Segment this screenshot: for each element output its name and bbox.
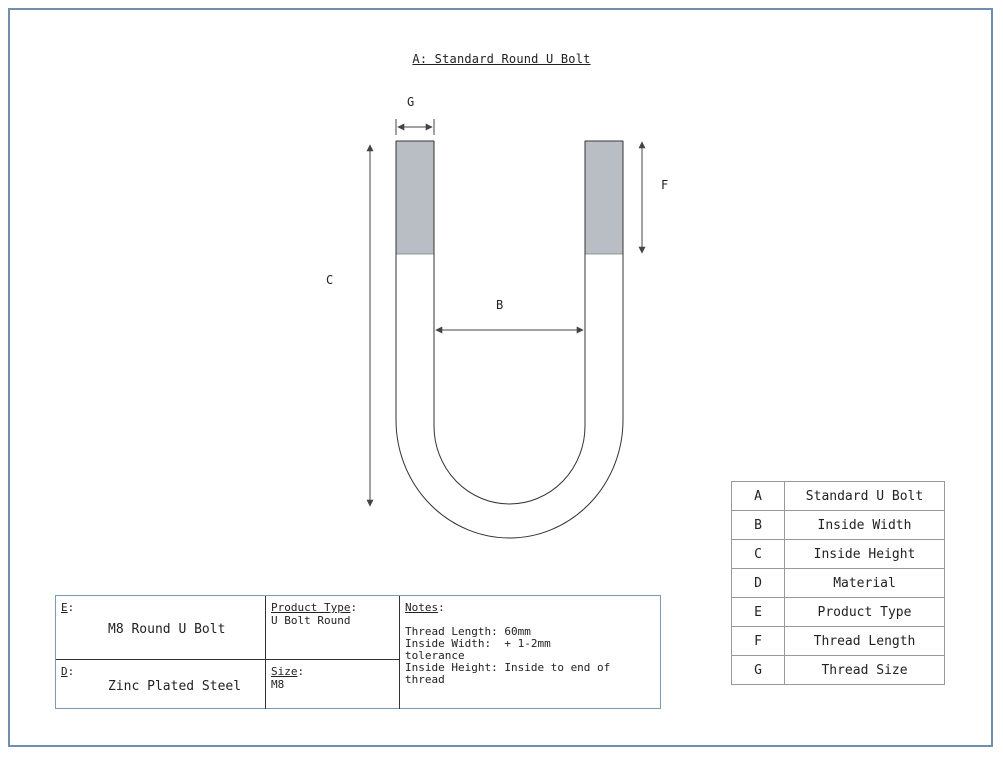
dim-c-label: C xyxy=(326,273,334,287)
title-block-product-type-cell: Product Type: U Bolt Round xyxy=(266,596,400,660)
title-block-size-cell: Size: M8 xyxy=(266,660,400,709)
legend-value: Thread Length xyxy=(784,626,945,656)
d-sep: : xyxy=(67,665,75,678)
notes-sep: : xyxy=(438,601,445,614)
legend-key: D xyxy=(731,568,785,598)
notes-body: Thread Length: 60mm Inside Width: + 1-2m… xyxy=(405,625,611,686)
legend-value: Inside Width xyxy=(784,510,945,540)
u-bolt-inner-outline xyxy=(433,141,586,505)
u-bolt-outer-outline xyxy=(395,141,624,539)
product-type-value: U Bolt Round xyxy=(271,614,351,627)
legend-key: B xyxy=(731,510,785,540)
legend-value: Standard U Bolt xyxy=(784,481,945,511)
dim-g-label: G xyxy=(407,95,415,109)
material-value: Zinc Plated Steel xyxy=(108,679,242,694)
legend-value: Material xyxy=(784,568,945,598)
d-key: D xyxy=(61,665,68,678)
right-thread xyxy=(584,140,624,255)
legend-key: C xyxy=(731,539,785,569)
e-sep: : xyxy=(67,601,75,614)
dim-b-label: B xyxy=(496,298,504,312)
dim-f-label: F xyxy=(661,178,669,192)
title-block-product-name-cell: E: M8 Round U Bolt xyxy=(56,596,266,660)
legend-value: Product Type xyxy=(784,597,945,627)
e-key: E xyxy=(61,601,68,614)
legend-key: G xyxy=(731,655,785,685)
drawing-frame xyxy=(8,8,993,747)
legend-value: Inside Height xyxy=(784,539,945,569)
left-thread xyxy=(395,140,435,255)
size-label: Size xyxy=(271,665,298,678)
title-block: E: M8 Round U Bolt D: Zinc Plated Steel … xyxy=(55,595,661,709)
title-block-notes-cell: Notes: Thread Length: 60mm Inside Width:… xyxy=(400,596,660,709)
legend-key: A xyxy=(731,481,785,511)
legend-key: E xyxy=(731,597,785,627)
size-sep: : xyxy=(297,665,305,678)
product-type-sep: : xyxy=(350,601,358,614)
product-type-label: Product Type xyxy=(271,601,351,614)
size-value: M8 xyxy=(271,678,285,691)
product-name-value: M8 Round U Bolt xyxy=(108,622,226,637)
notes-label: Notes xyxy=(405,601,439,614)
legend-key: F xyxy=(731,626,785,656)
legend-value: Thread Size xyxy=(784,655,945,685)
drawing-title: A: Standard Round U Bolt xyxy=(412,52,591,66)
title-block-material-cell: D: Zinc Plated Steel xyxy=(56,660,266,709)
